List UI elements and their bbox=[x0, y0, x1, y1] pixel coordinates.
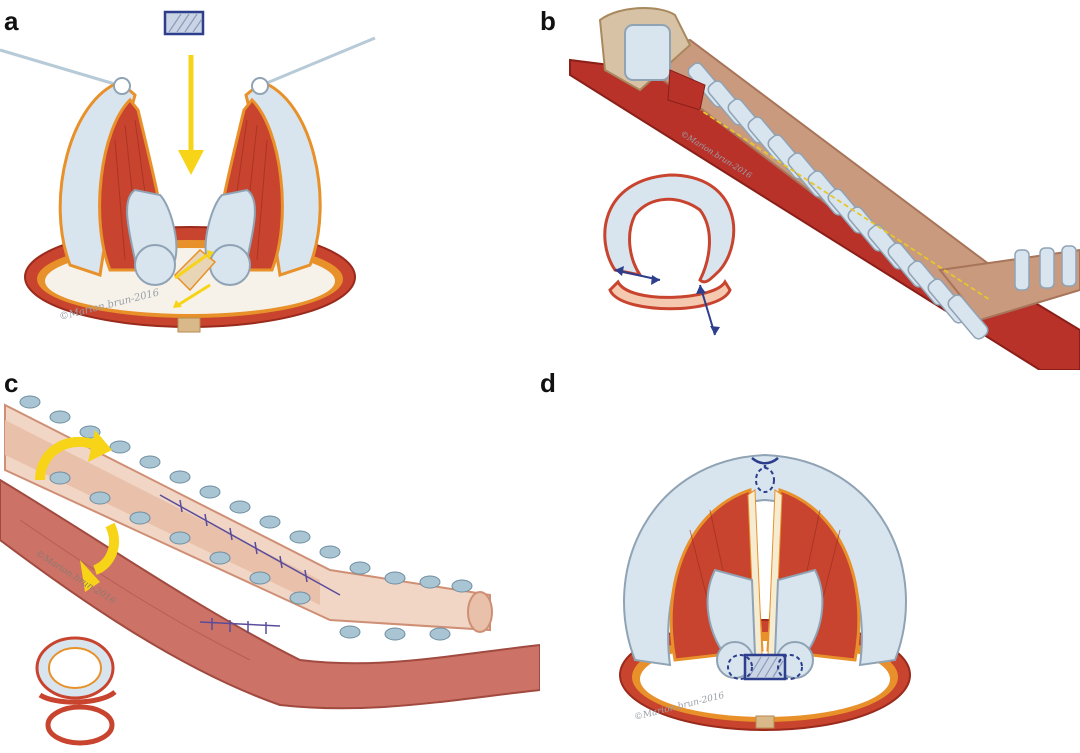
insertion-arrow-head bbox=[178, 150, 204, 175]
panel-d: d ©Marion.brun-2016 bbox=[540, 370, 1080, 753]
cricoid-plate bbox=[625, 25, 670, 80]
panel-label-b: b bbox=[540, 8, 556, 34]
panel-label-a: a bbox=[4, 8, 18, 34]
panel-c-illustration: ©Marion.brun-2016 bbox=[0, 370, 540, 753]
retraction-thread-left bbox=[0, 50, 118, 85]
panel-a: a bbox=[0, 0, 540, 370]
panel-a-illustration: ©Marion.brun-2016 bbox=[0, 0, 540, 370]
retraction-thread-right bbox=[262, 38, 375, 85]
cross-section-inset bbox=[605, 175, 734, 335]
panel-b-illustration: ©Marion.brun-2016 bbox=[540, 0, 1080, 370]
posterior-band-d bbox=[756, 716, 774, 728]
panel-label-c: c bbox=[4, 370, 18, 396]
esophagus bbox=[570, 60, 1080, 370]
panel-d-illustration: ©Marion.brun-2016 bbox=[540, 370, 1080, 753]
graft-patch bbox=[165, 12, 203, 34]
panel-c: c bbox=[0, 370, 540, 753]
bronchus-opening bbox=[468, 592, 492, 632]
panel-b: b bbox=[540, 0, 1080, 370]
posterior-band bbox=[178, 318, 200, 332]
panel-label-d: d bbox=[540, 370, 556, 396]
cross-section-inset-c bbox=[37, 638, 115, 743]
vocal-process-right bbox=[210, 245, 250, 285]
vocal-process-left bbox=[135, 245, 175, 285]
